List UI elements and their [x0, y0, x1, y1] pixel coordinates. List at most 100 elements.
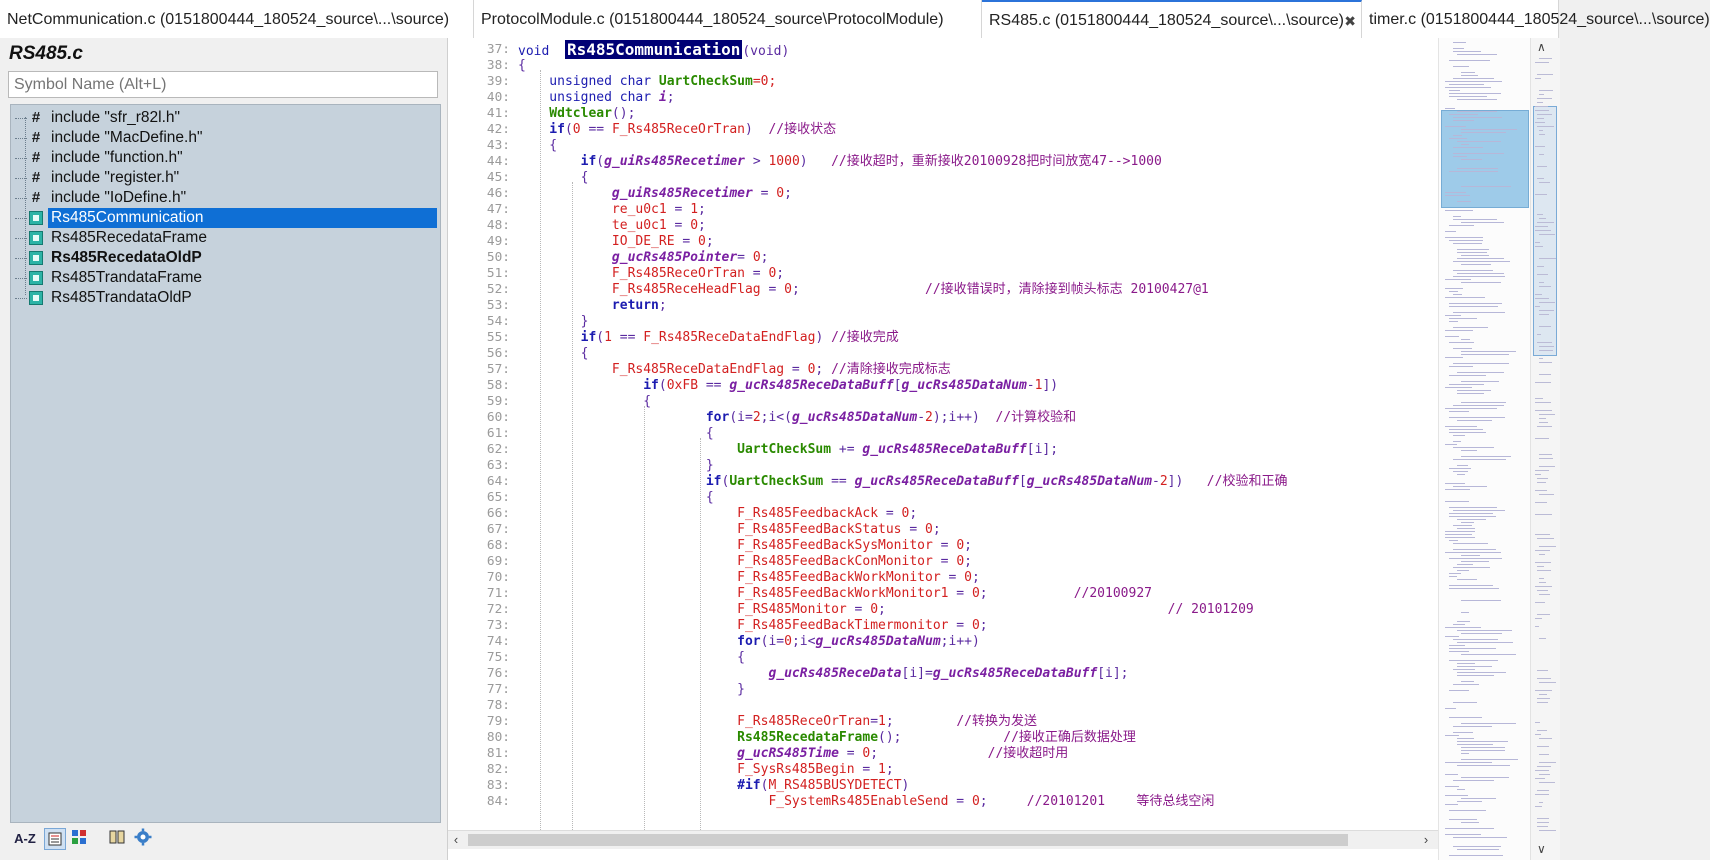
scrollbar-preview-line [1539, 234, 1555, 235]
close-icon[interactable]: ✖ [1344, 13, 1356, 29]
tab-rs485[interactable]: RS485.c (0151800444_180524_source\...\so… [982, 0, 1362, 38]
code-token: ]) [1042, 378, 1059, 393]
scrollbar-preview-line [1539, 302, 1555, 303]
vertical-scroll-thumb[interactable] [1533, 106, 1557, 356]
scrollbar-preview-line [1535, 794, 1549, 795]
minimap-line [1457, 579, 1477, 580]
code-minimap[interactable] [1438, 38, 1531, 860]
code-token: ; [964, 554, 972, 569]
minimap-line [1457, 141, 1501, 142]
code-token: = [674, 234, 699, 249]
minimap-line [1457, 372, 1504, 373]
minimap-line [1449, 84, 1484, 85]
code-token: [i]= [901, 666, 933, 681]
horizontal-scrollbar[interactable]: ‹ › [448, 830, 1438, 849]
book-icon[interactable] [106, 828, 128, 850]
file-title: RS485.c [9, 43, 83, 64]
line-number: 56: [486, 346, 510, 361]
minimap-line [1453, 348, 1472, 349]
code-token: F_SysRs485Begin [518, 762, 855, 777]
minimap-line [1461, 822, 1479, 823]
line-number: 79: [486, 714, 510, 729]
code-token: //接收状态 [768, 122, 837, 137]
scroll-left-icon[interactable]: ‹ [453, 832, 459, 847]
tab-label: NetCommunication.c (0151800444_180524_so… [7, 11, 450, 28]
code-area[interactable]: void Rs485Communication(void){ unsigned … [518, 38, 1438, 830]
code-token: = [752, 186, 777, 201]
code-line: F_Rs485FeedBackStatus = 0; [518, 522, 941, 538]
minimap-line [1453, 447, 1494, 448]
symbol-search-input[interactable] [8, 71, 438, 98]
code-token: void [518, 44, 565, 59]
scrollbar-preview-line [1535, 110, 1549, 111]
code-line: #if(M_RS485BUSYDETECT) [518, 778, 909, 794]
code-token: { [518, 650, 745, 665]
code-token: ; [870, 746, 988, 761]
scrollbar-preview-line [1535, 106, 1548, 107]
code-token: g_ucRs485Pointer [518, 250, 738, 265]
minimap-line [1449, 432, 1486, 433]
scrollbar-preview-line [1539, 582, 1546, 583]
code-token: 0 [752, 250, 761, 265]
scrollbar-preview-line [1535, 122, 1545, 123]
minimap-line [1453, 471, 1468, 472]
minimap-line [1457, 474, 1465, 475]
scrollbar-preview-line [1537, 118, 1544, 119]
sort-az-button[interactable]: A-Z [14, 831, 36, 846]
minimap-viewport[interactable] [1441, 110, 1529, 208]
scrollbar-preview-line [1539, 422, 1548, 423]
scroll-right-icon[interactable]: › [1423, 832, 1429, 847]
code-token: i= [737, 410, 753, 425]
scrollbar-preview-line [1537, 214, 1543, 215]
scrollbar-preview-line [1539, 358, 1543, 359]
line-number: 65: [486, 490, 510, 505]
code-token: 0 [964, 570, 972, 585]
scrollbar-preview-line [1535, 294, 1542, 295]
minimap-line [1461, 339, 1470, 340]
code-line: g_ucRs485ReceData[i]=g_ucRs485ReceDataBu… [518, 666, 1128, 682]
code-line: if(0xFB == g_ucRs485ReceDataBuff[g_ucRs4… [518, 378, 1058, 394]
minimap-line [1461, 255, 1489, 256]
minimap-line [1453, 567, 1490, 568]
code-token: = [948, 586, 972, 601]
scrollbar-preview-line [1539, 282, 1544, 283]
vertical-scrollbar[interactable]: ∧ ∨ [1530, 38, 1560, 860]
gear-icon[interactable] [132, 828, 154, 850]
code-token: = [666, 218, 691, 233]
minimap-line [1449, 225, 1474, 226]
scrollbar-preview-line [1535, 534, 1550, 535]
code-token: Wdtclear [518, 106, 612, 121]
minimap-line [1445, 336, 1459, 337]
code-token: = [744, 266, 769, 281]
line-number: 82: [486, 762, 510, 777]
code-line: void Rs485Communication(void) [518, 40, 789, 59]
code-token: if [518, 474, 722, 489]
code-token: 1 [690, 202, 699, 217]
horizontal-scroll-thumb[interactable] [468, 834, 1348, 846]
minimap-line [1457, 765, 1510, 766]
minimap-line [1449, 303, 1502, 304]
scrollbar-preview-line [1539, 694, 1547, 695]
scroll-down-icon[interactable]: ∨ [1537, 842, 1546, 856]
code-token: (i= [760, 634, 785, 649]
category-view-icon[interactable] [70, 828, 92, 850]
scrollbar-preview-line [1539, 830, 1556, 831]
tab-protocolmodule[interactable]: ProtocolModule.c (0151800444_180524_sour… [474, 0, 982, 38]
scrollbar-preview-line [1535, 242, 1540, 243]
code-token: { [518, 58, 526, 73]
tab-netcommunication[interactable]: NetCommunication.c (0151800444_180524_so… [0, 0, 474, 38]
code-editor[interactable]: 37:38:39:40:41:42:43:44:45:46:47:48:49:5… [448, 38, 1560, 860]
line-number: 64: [486, 474, 510, 489]
code-token: ; [932, 522, 941, 537]
minimap-line [1445, 408, 1497, 409]
code-token: g_ucRs485ReceData [518, 666, 902, 681]
code-token: 2 [925, 410, 933, 425]
code-token: //20101201 等待总线空闲 [1026, 794, 1215, 809]
scrollbar-preview-line [1535, 778, 1545, 779]
code-token: F_Rs485FeedBackWorkMonitor1 [518, 586, 949, 601]
list-view-icon[interactable] [44, 828, 66, 850]
line-number: 42: [486, 122, 510, 137]
tab-timer[interactable]: timer.c (0151800444_180524_source\...\so… [1362, 0, 1710, 38]
line-number: 72: [486, 602, 510, 617]
scroll-up-icon[interactable]: ∧ [1537, 40, 1546, 54]
